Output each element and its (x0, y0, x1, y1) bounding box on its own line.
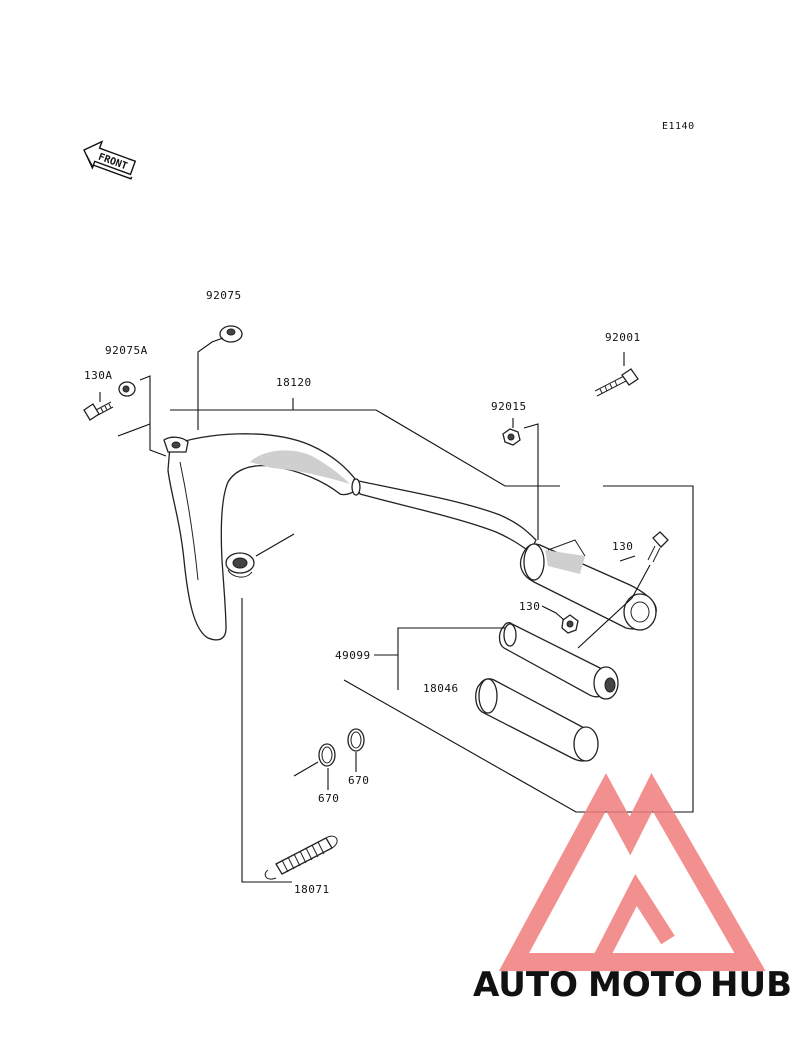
label-130-top: 130 (612, 540, 633, 553)
label-49099: 49099 (335, 649, 371, 662)
watermark-auto: AUTO (473, 965, 578, 1005)
bolt-130a (83, 401, 114, 421)
label-92075: 92075 (206, 289, 242, 302)
label-92001: 92001 (605, 331, 641, 344)
bolt-130-mid (561, 614, 579, 634)
o-ring-670-right (347, 728, 365, 752)
label-130a: 130A (84, 369, 113, 382)
bolt-130-top (647, 531, 669, 563)
label-670-right: 670 (348, 774, 369, 787)
exhaust-pipe-18120 (163, 433, 537, 641)
label-92015: 92015 (491, 400, 527, 413)
label-670-left: 670 (318, 792, 339, 805)
watermark-moto: MOTO (588, 965, 703, 1005)
ref-code: E1140 (662, 121, 695, 132)
leader-lines (99, 337, 694, 883)
nut-92015 (502, 428, 521, 446)
collar-92075a (118, 381, 136, 397)
silencer (519, 539, 657, 631)
packing-18046 (475, 678, 599, 762)
spring-18071 (264, 835, 338, 880)
label-18120: 18120 (276, 376, 312, 389)
label-92075a: 92075A (105, 344, 148, 357)
bolt-92001 (594, 368, 639, 397)
label-18071: 18071 (294, 883, 330, 896)
front-arrow-icon: FRONT (83, 140, 137, 180)
label-130-mid: 130 (519, 600, 540, 613)
label-18046: 18046 (423, 682, 459, 695)
automotohub-logo-icon (498, 773, 766, 971)
core-tube-49099 (498, 622, 619, 700)
o-ring-670-left (318, 743, 336, 767)
watermark-hub: HUB (710, 965, 792, 1005)
grommet-92075 (219, 325, 243, 343)
